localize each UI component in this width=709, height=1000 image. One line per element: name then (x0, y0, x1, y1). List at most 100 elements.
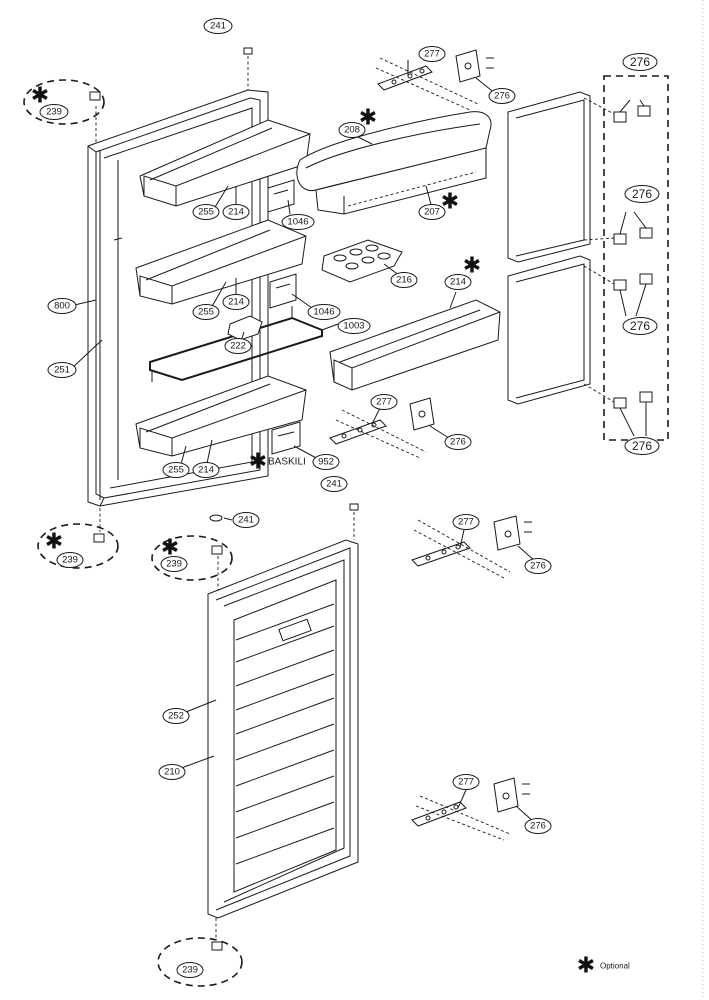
callout-239-b: 239 (56, 552, 84, 568)
wire-rack (149, 306, 323, 382)
callout-210: 210 (158, 764, 186, 780)
bracket-952 (271, 421, 301, 455)
svg-text:208: 208 (344, 125, 360, 136)
callout-214-c: 214 (192, 462, 220, 478)
svg-text:255: 255 (168, 465, 184, 476)
svg-text:276: 276 (632, 439, 652, 453)
svg-text:276: 276 (630, 55, 650, 69)
hinge-assembly-freezer-bottom (411, 777, 530, 841)
svg-text:239: 239 (46, 107, 62, 118)
svg-text:241: 241 (210, 21, 226, 32)
svg-text:216: 216 (396, 275, 412, 286)
callout-276-f: 276 (624, 437, 660, 455)
callout-276-a: 276 (488, 88, 516, 104)
dairy-base-207 (315, 147, 487, 215)
door-panel-right-top (507, 91, 591, 263)
optional-hinge-parts (583, 97, 653, 437)
callout-208: 208 (338, 122, 366, 138)
svg-text:251: 251 (54, 365, 70, 376)
callout-276-g: 276 (524, 558, 552, 574)
svg-text:276: 276 (450, 437, 466, 448)
optional-pin-239-top-ring (23, 79, 105, 125)
callout-277-d: 277 (452, 774, 480, 790)
freezer-door-ribs (235, 603, 335, 865)
svg-text:276: 276 (494, 91, 510, 102)
callout-214-a: 214 (222, 204, 250, 220)
pin-241-top (243, 47, 253, 55)
callout-1003: 1003 (337, 318, 371, 334)
bracket-1046-middle (269, 273, 297, 309)
hinge-assembly-middle (329, 397, 435, 459)
callout-239-d: 239 (176, 962, 204, 978)
optional-hinge-group-box (603, 75, 669, 441)
callout-276-h: 276 (524, 818, 552, 834)
svg-text:214: 214 (450, 277, 466, 288)
svg-text:277: 277 (424, 49, 440, 60)
svg-text:239: 239 (182, 965, 198, 976)
egg-tray-216 (321, 239, 403, 283)
svg-text:952: 952 (318, 457, 334, 468)
callout-252: 252 (162, 708, 190, 724)
callout-276-e: 276 (622, 317, 658, 335)
callout-241-c: 241 (232, 512, 260, 528)
svg-text:214: 214 (228, 297, 244, 308)
callout-1046-b: 1046 (307, 304, 341, 320)
svg-text:214: 214 (198, 465, 214, 476)
callout-255-b: 255 (192, 304, 220, 320)
callout-800: 800 (47, 298, 77, 314)
door-bin-214-separate (329, 299, 501, 391)
optional-pin-239-freezer-top-ring (151, 535, 233, 581)
clip-222 (227, 315, 263, 341)
callout-276-d: 276 (624, 185, 660, 203)
svg-text:277: 277 (458, 517, 474, 528)
svg-text:277: 277 (376, 397, 392, 408)
svg-text:210: 210 (164, 767, 180, 778)
callout-277-b: 277 (370, 394, 398, 410)
freezer-door (207, 539, 359, 919)
optional-star-239-b: ✱ (45, 530, 63, 555)
callout-241-top: 241 (203, 18, 233, 34)
svg-text:255: 255 (198, 307, 214, 318)
callout-255-c: 255 (162, 462, 190, 478)
pins (89, 91, 223, 951)
callout-277-a: 277 (418, 46, 446, 62)
pin-241-freezer (349, 503, 359, 511)
svg-text:1046: 1046 (287, 217, 308, 228)
optional-star-214: ✱ (463, 254, 481, 279)
svg-text:239: 239 (166, 559, 182, 570)
bracket-1046-top (267, 179, 295, 213)
dairy-cover-208 (296, 111, 492, 192)
callout-239-c: 239 (160, 556, 188, 572)
svg-text:276: 276 (632, 187, 652, 201)
svg-text:214: 214 (228, 207, 244, 218)
optional-star-207: ✱ (441, 190, 459, 215)
callout-251: 251 (47, 362, 77, 378)
callout-1046-a: 1046 (281, 214, 315, 230)
callout-239-top: 239 (39, 104, 69, 120)
callout-222: 222 (224, 338, 252, 354)
callout-207: 207 (418, 204, 446, 220)
optional-star-239-top: ✱ (31, 84, 49, 109)
optional-star-baskili: ✱ (249, 450, 267, 475)
callout-277-c: 277 (452, 514, 480, 530)
legend-text: Optional (600, 962, 630, 971)
optional-star-208: ✱ (359, 106, 377, 131)
door-bin-top (139, 119, 311, 207)
callout-255-a: 255 (192, 204, 220, 220)
svg-text:1046: 1046 (313, 307, 334, 318)
svg-text:241: 241 (238, 515, 254, 526)
svg-text:800: 800 (54, 301, 70, 312)
svg-text:255: 255 (198, 207, 214, 218)
svg-text:239: 239 (62, 555, 78, 566)
hinge-assembly-freezer-top (411, 515, 532, 579)
callout-276-c: 276 (622, 53, 658, 71)
callout-241-b: 241 (320, 476, 348, 492)
svg-text:276: 276 (530, 821, 546, 832)
optional-pin-239-upper-bottom-ring (37, 523, 119, 569)
callout-214-d: 214 (444, 274, 472, 290)
svg-text:276: 276 (630, 319, 650, 333)
svg-text:252: 252 (168, 711, 184, 722)
svg-text:241: 241 (326, 479, 342, 490)
